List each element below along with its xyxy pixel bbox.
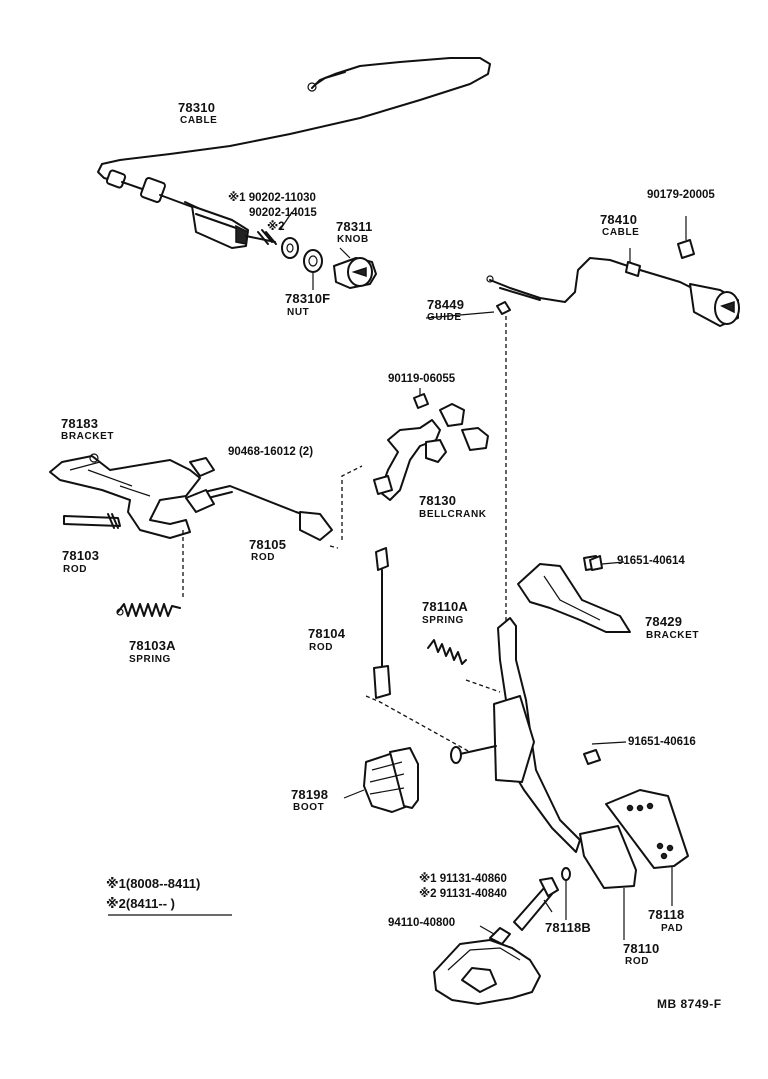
label-91131-40840: ※2 91131-40840	[419, 888, 507, 900]
bracket-78183	[49, 453, 201, 539]
label-90202-14015: 90202-14015	[249, 207, 317, 219]
label-90119-06055: 90119-06055	[388, 373, 456, 385]
nut-78310F	[303, 249, 323, 290]
label-78118-number: 78118	[648, 907, 685, 922]
rod-78103	[63, 513, 121, 529]
label-78103A-number: 78103A	[129, 638, 176, 653]
label-78110A-name: SPRING	[422, 615, 464, 626]
label-78110-name: ROD	[625, 956, 650, 967]
label-78118-name: PAD	[661, 923, 684, 934]
note-1: ※1(8008--8411)	[106, 876, 201, 891]
label-78103-number: 78103	[62, 548, 100, 563]
label-78105-number: 78105	[249, 537, 287, 552]
label-78183-name: BRACKET	[61, 431, 115, 442]
note-2: ※2(8411-- )	[106, 896, 175, 911]
stopper-bolt	[489, 867, 571, 945]
label-78310-name: CABLE	[180, 115, 218, 126]
label-78310F-number: 78310F	[285, 291, 331, 306]
label-78410-number: 78410	[600, 212, 638, 227]
label-78104-name: ROD	[309, 642, 334, 653]
diagram-code: MB 8749-F	[657, 997, 722, 1011]
label-78429-name: BRACKET	[646, 630, 700, 641]
label-78130-name: BELLCRANK	[419, 509, 487, 520]
spring-78103A	[116, 603, 181, 617]
label-78311-name: KNOB	[337, 234, 369, 245]
label-78198-name: BOOT	[293, 802, 325, 813]
label-78110-number: 78110	[623, 941, 660, 956]
label-78198-number: 78198	[291, 787, 329, 802]
pedal-78110	[450, 617, 637, 889]
label-78118B-number: 78118B	[545, 920, 592, 935]
label-78104-number: 78104	[308, 626, 346, 641]
label-90179-20005: 90179-20005	[647, 189, 715, 201]
label-94110-40800: 94110-40800	[388, 917, 456, 929]
label-78449-name: GUIDE	[427, 312, 462, 323]
rod-78104	[373, 547, 391, 699]
label-78449-number: 78449	[427, 297, 465, 312]
label-78130-number: 78130	[419, 493, 457, 508]
label-91651-40616: 91651-40616	[628, 736, 696, 748]
label-91651-40614: 91651-40614	[617, 555, 685, 567]
label-90202-11030: ※1 90202-11030	[228, 192, 316, 204]
label-78310-number: 78310	[178, 100, 216, 115]
label-78310F-name: NUT	[287, 307, 310, 318]
label-star-2: ※2	[267, 221, 285, 233]
rod-78105	[185, 457, 333, 541]
floor-stopper	[433, 939, 541, 1005]
label-78429-number: 78429	[645, 614, 683, 629]
label-78110A-number: 78110A	[422, 599, 469, 614]
cable-78410	[486, 216, 740, 327]
bellcrank-78130	[373, 388, 489, 501]
label-78105-name: ROD	[251, 552, 276, 563]
pad-78118	[605, 789, 689, 869]
bracket-78429	[517, 555, 631, 633]
label-91131-40860: ※1 91131-40860	[419, 873, 507, 885]
cable-78310	[97, 57, 491, 259]
boot-78198	[363, 747, 419, 813]
label-78103A-name: SPRING	[129, 654, 171, 665]
knob-78311	[333, 257, 377, 289]
label-78183-number: 78183	[61, 416, 99, 431]
label-90468-16012: 90468-16012 (2)	[228, 446, 314, 458]
label-78311-number: 78311	[336, 219, 373, 234]
guide-78449	[496, 301, 511, 315]
label-78410-name: CABLE	[602, 227, 640, 238]
spring-78110A	[427, 639, 467, 665]
label-78103-name: ROD	[63, 564, 88, 575]
